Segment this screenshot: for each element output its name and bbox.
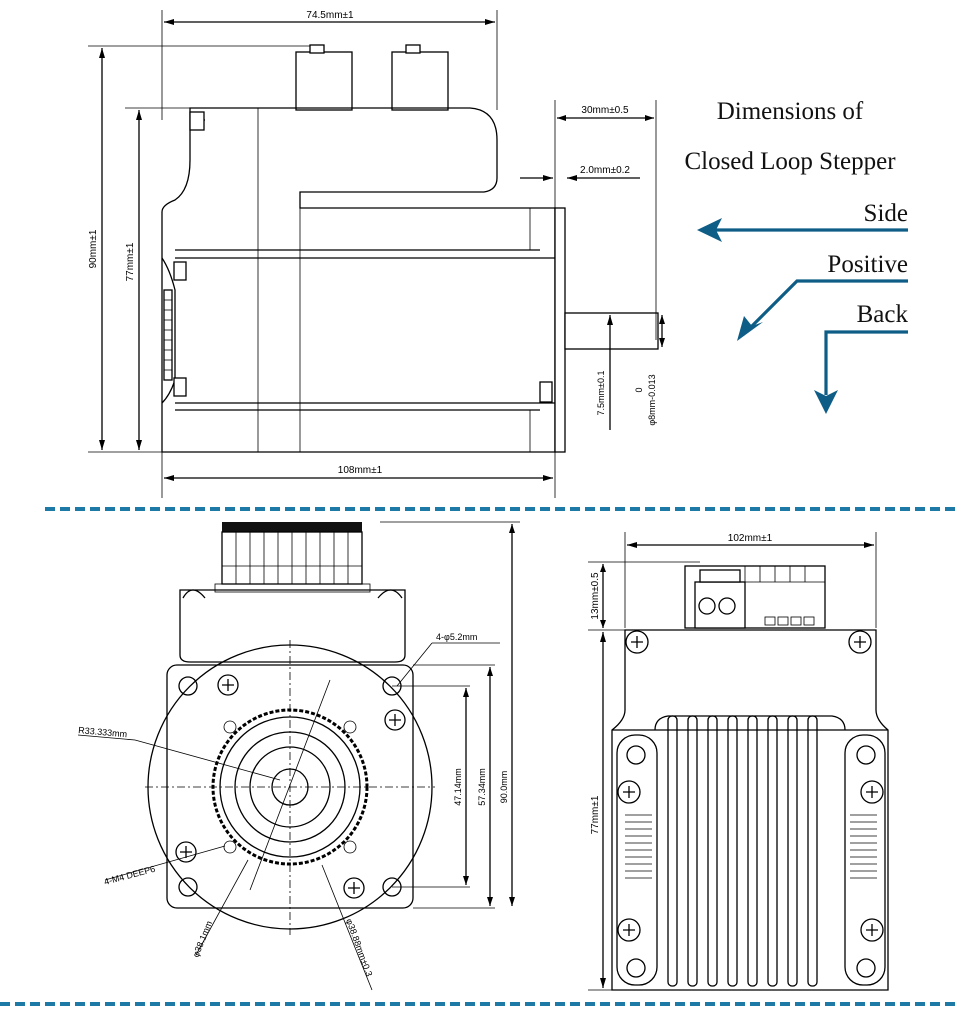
dim-flange-depth: 30mm±0.5 [581,105,629,116]
arrow-down-left-icon [737,316,763,341]
dim-5734: 57.34mm [477,768,487,806]
front-view: 4-φ5.2mm R33.333mm 4-M4 DEEP6 φ38.1mm φ3… [78,521,520,991]
dim-d3888: φ38.88mm±0.3 [344,917,374,978]
legend-positive-label: Positive [827,251,908,278]
dim-4714: 47.14mm [453,768,463,806]
screw-icon [617,630,884,942]
legend-title-2: Closed Loop Stepper [684,148,896,175]
dim-m4: 4-M4 DEEP6 [103,864,156,887]
dim-top-width: 74.5mm±1 [306,10,354,21]
dim-shaft-len: 7.5mm±0.1 [596,371,606,416]
dim-holes: 4-φ5.2mm [436,632,477,642]
dim-back-width: 102mm±1 [728,533,773,544]
dim-d381: φ38.1mm [191,919,215,958]
dim-shaft-tol: 0 [634,387,644,392]
back-view: 102mm±1 [588,532,889,991]
arrow-left-icon [697,218,722,242]
legend-back-label: Back [857,301,909,328]
dim-shaft-dia: φ8mm-0.013 [647,374,657,425]
side-view: 74.5mm±1 [88,10,665,498]
screw-icon [175,674,406,899]
arrow-down-icon [814,390,838,414]
legend: Dimensions of Closed Loop Stepper Side P… [684,98,908,414]
legend-side-label: Side [864,200,908,227]
dim-back-77: 77mm±1 [590,795,601,834]
dim-height-90: 90mm±1 [88,229,99,268]
dim-900: 90.0mm [499,771,509,804]
dim-height-77: 77mm±1 [125,242,136,281]
dim-length-108: 108mm±1 [338,465,383,476]
dim-back-13: 13mm±0.5 [590,572,601,620]
dim-flange-thk: 2.0mm±0.2 [580,165,630,176]
dim-radius: R33.333mm [78,725,128,739]
legend-title-1: Dimensions of [717,98,864,125]
